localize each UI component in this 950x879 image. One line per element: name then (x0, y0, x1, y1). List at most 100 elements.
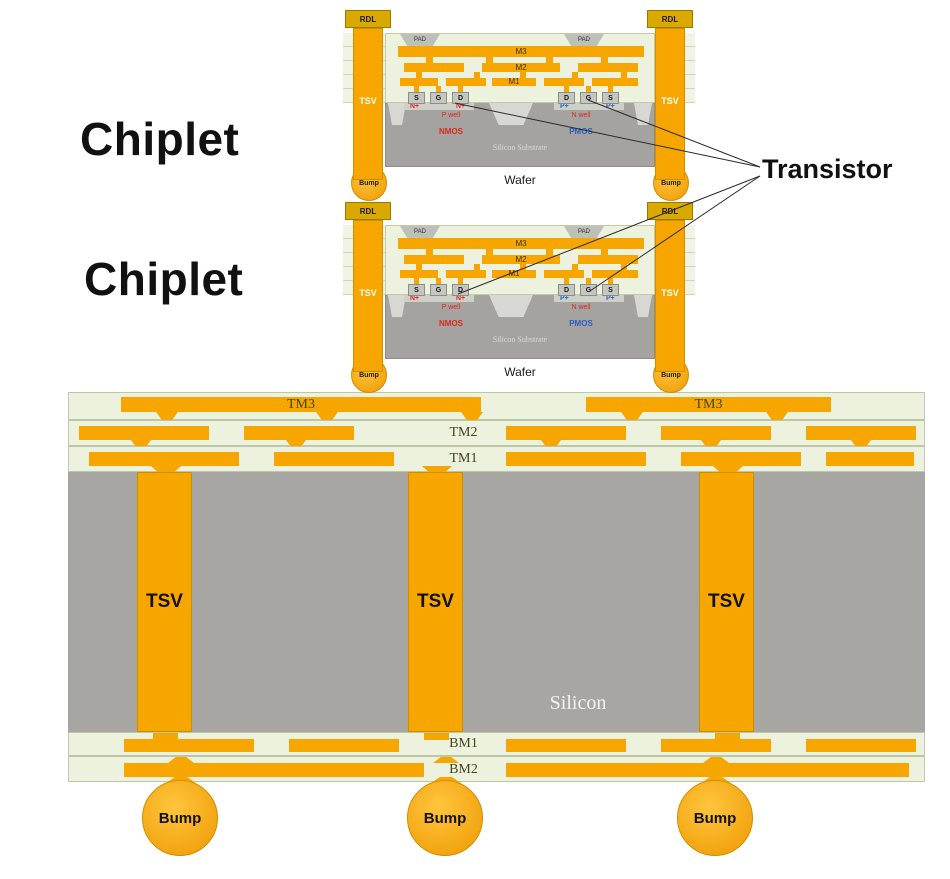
gate-contact: G (430, 284, 447, 296)
contact-via (414, 278, 419, 286)
m2-metal-bar: M2 (482, 63, 560, 72)
via (700, 440, 722, 447)
tsv-bottom-via (153, 733, 178, 740)
n-plus-label: N+ (456, 103, 466, 110)
bm1-metal-bar (661, 739, 771, 752)
drain-label: D (457, 286, 464, 294)
bump-label: Bump (661, 371, 681, 379)
via (433, 757, 459, 763)
tm3-layer: TM3 TM3 (68, 392, 925, 420)
via (520, 72, 526, 78)
via (416, 264, 422, 270)
m2-metal-bar: M2 (482, 255, 560, 264)
bm1-layer: BM1 (68, 732, 925, 756)
tm1-label: TM1 (449, 451, 478, 466)
source-contact: S (602, 284, 619, 296)
m1-label: M1 (508, 77, 520, 86)
tm1-metal-bar (826, 452, 914, 466)
source-contact: S (408, 92, 425, 104)
gate-contact: G (580, 92, 597, 104)
via (316, 412, 338, 420)
m3-metal-bar: M3 (398, 46, 644, 57)
rdl-block: RDL (345, 202, 391, 220)
sti-region (634, 103, 652, 125)
drain-contact: D (558, 284, 575, 296)
bump: Bump (142, 780, 218, 856)
n-plus-label: N+ (410, 103, 420, 110)
m1-metal-bar (544, 78, 584, 86)
pad-block: PAD (400, 226, 440, 238)
drain-contact: D (452, 284, 469, 296)
tm1-metal-bar (506, 452, 646, 466)
tsv-top-via (150, 466, 182, 473)
m2-metal-bar (578, 255, 638, 264)
chiplet-1-diagram: M3 PAD PAD M2 M1 (343, 8, 695, 208)
sti-region (634, 295, 652, 317)
chiplet-body: M3 PAD PAD M2 M1 (385, 33, 655, 167)
pad-block: PAD (564, 34, 604, 46)
wafer-label: Wafer (504, 173, 536, 187)
m1-label: M1 (508, 269, 520, 278)
pad-label: PAD (414, 229, 426, 235)
nmos-active-area (404, 103, 474, 110)
silicon-substrate-label: Silicon Substrate (492, 335, 548, 344)
rdl-block: RDL (647, 202, 693, 220)
m1-metal-bar (400, 270, 438, 278)
via (416, 72, 422, 78)
tm2-metal-bar (506, 426, 626, 440)
bm2-layer: BM2 (68, 756, 925, 783)
via (540, 440, 562, 447)
via (426, 57, 433, 63)
contact-via (564, 86, 569, 94)
rdl-block: RDL (345, 10, 391, 28)
via (486, 57, 493, 63)
nmos-label: NMOS (439, 319, 463, 328)
bm2-metal-bar (506, 763, 909, 777)
tsv-pillar: TSV (408, 472, 463, 732)
pad-label: PAD (578, 37, 590, 43)
tsv-bottom-via (715, 733, 740, 740)
m2-metal-bar (404, 255, 464, 264)
m1-metal-bar (446, 270, 486, 278)
substrate-region: N+ N+ P+ P+ P well N well NMOS PMOS Sili… (385, 295, 655, 359)
tsv-label: TSV (661, 96, 679, 106)
tsv-label: TSV (146, 591, 183, 612)
m2-label: M2 (515, 62, 527, 72)
n-well-label: N well (571, 112, 591, 119)
bm1-metal-bar (806, 739, 916, 752)
pad-label: PAD (578, 229, 590, 235)
contact-via (586, 86, 591, 94)
p-plus-label: P+ (560, 295, 569, 302)
m1-metal-bar (592, 78, 638, 86)
m2-metal-bar (578, 63, 638, 72)
bm1-metal-bar (506, 739, 626, 752)
drain-label: D (563, 286, 570, 294)
gate-label: G (435, 94, 442, 102)
bm2-metal-bar (124, 763, 424, 777)
tm1-metal-bar (274, 452, 394, 466)
tsv-label: TSV (417, 591, 454, 612)
gate-label: G (585, 94, 592, 102)
tsv-label: TSV (359, 96, 377, 106)
p-plus-label: P+ (560, 103, 569, 110)
tsv-label: TSV (708, 591, 745, 612)
via (546, 57, 553, 63)
pad-label: PAD (414, 37, 426, 43)
bump-label: Bump (423, 809, 467, 827)
tm3-metal-bar: TM3 (586, 397, 831, 412)
p-well-label: P well (441, 112, 461, 119)
via (766, 412, 788, 420)
n-well-label: N well (571, 304, 591, 311)
bm2-label: BM2 (449, 762, 478, 777)
via (461, 412, 483, 420)
via (285, 440, 307, 447)
source-label: S (608, 94, 613, 102)
via (572, 72, 578, 78)
silicon-bulk: Silicon (68, 472, 925, 732)
via (426, 249, 433, 255)
tsv-top-via (421, 466, 453, 473)
via (156, 412, 178, 420)
tsv-pillar: TSV (699, 472, 754, 732)
pmos-active-area (554, 295, 624, 302)
tm2-metal-bar (806, 426, 916, 440)
